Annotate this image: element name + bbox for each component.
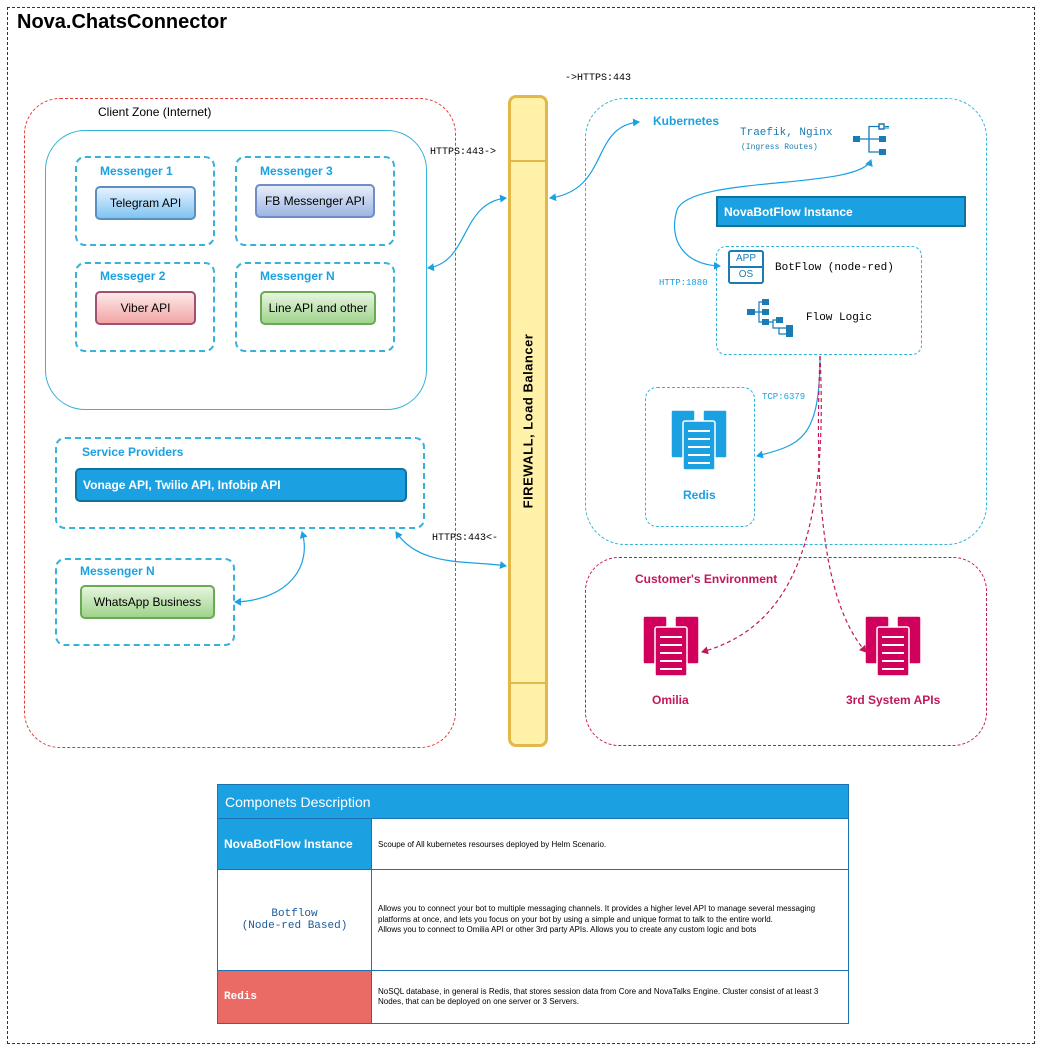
server-icon (670, 409, 730, 471)
table-row: NovaBotFlow Instance Scoupe of All kuber… (217, 818, 849, 870)
customer-zone (585, 557, 987, 746)
connector-providers-to-firewall (395, 531, 507, 569)
connector-botflow-to-third-system (817, 355, 867, 653)
firewall-divider (511, 160, 545, 162)
redis-container (645, 387, 755, 527)
edge-label-http-1880: HTTP:1880 (659, 278, 708, 288)
ingress-name: Traefik, Nginx (740, 127, 833, 139)
table-row: Botflow (Node-red Based) Allows you to c… (217, 869, 849, 971)
table-row-name: NovaBotFlow Instance (217, 818, 372, 870)
firewall-load-balancer (508, 95, 548, 747)
table-row-name: Redis (217, 970, 372, 1024)
connector-botflow-to-redis (756, 355, 821, 459)
edge-label-https-top: ->HTTPS:443 (565, 73, 632, 84)
connector-client-to-firewall (427, 194, 507, 272)
connector-firewall-to-kubernetes (549, 118, 640, 202)
messenger-group-title: Messeger 2 (100, 269, 166, 283)
messenger-group (75, 156, 215, 246)
messenger-group-title: Messenger 1 (100, 164, 173, 178)
table-row-name-line: (Node-red Based) (241, 920, 348, 932)
messengers-container (45, 130, 427, 410)
service-providers-group (55, 437, 425, 529)
omilia-label: Omilia (652, 693, 689, 707)
table-row-text: Scoupe of All kubernetes resourses deplo… (371, 818, 849, 870)
connector-providers-to-whatsapp (234, 531, 308, 606)
messenger-group (55, 558, 235, 646)
telegram-api-box: Telegram API (95, 186, 196, 220)
network-icon (851, 123, 891, 157)
messenger-group-title: Messenger N (260, 269, 335, 283)
table-row-text: NoSQL database, in general is Redis, tha… (371, 970, 849, 1024)
firewall-divider (511, 682, 545, 684)
edge-label-https-in: HTTPS:443-> (430, 147, 497, 158)
third-system-apis-label: 3rd System APIs (846, 693, 941, 707)
service-providers-api-box: Vonage API, Twilio API, Infobip API (75, 468, 407, 502)
server-icon (864, 615, 924, 677)
messenger-group-title: Messenger 3 (260, 164, 333, 178)
connector-botflow-to-omilia (701, 355, 822, 655)
table-row-text: Allows you to connect your bot to multip… (371, 869, 849, 971)
diagram-frame (7, 7, 1035, 1044)
kubernetes-zone (585, 98, 987, 545)
messenger-group (75, 262, 215, 352)
line-api-box: Line API and other (260, 291, 376, 325)
messenger-group (235, 262, 395, 352)
edge-label-tcp-6379: TCP:6379 (762, 392, 806, 402)
table-row: Redis NoSQL database, in general is Redi… (217, 970, 849, 1024)
redis-label: Redis (683, 488, 716, 502)
diagram-title: Nova.ChatsConnector (17, 11, 228, 33)
client-zone-title: Client Zone (Internet) (98, 105, 212, 119)
messenger-group (235, 156, 395, 246)
messenger-group-title: Messenger N (80, 564, 155, 578)
flow-logic-label: Flow Logic (806, 312, 873, 324)
fb-messenger-api-box: FB Messenger API (255, 184, 375, 218)
table-row-name: Botflow (Node-red Based) (217, 869, 372, 971)
table-header: Componets Description (217, 784, 849, 819)
ingress-subtitle: (Ingress Routes) (741, 143, 818, 152)
server-icon (642, 615, 702, 677)
components-description-table: Componets Description NovaBotFlow Instan… (217, 784, 849, 1024)
whatsapp-business-box: WhatsApp Business (80, 585, 215, 619)
viber-api-box: Viber API (95, 291, 196, 325)
table-row-text-paragraph: Allows you to connect to Omilia API or o… (378, 925, 757, 935)
table-header-row: Componets Description (217, 784, 849, 819)
service-providers-title: Service Providers (82, 445, 184, 459)
client-zone (24, 98, 456, 748)
hierarchy-icon (746, 298, 796, 338)
table-row-text-paragraph: Allows you to connect your bot to multip… (378, 904, 816, 924)
table-row-name-line: Botflow (271, 908, 318, 920)
kubernetes-title: Kubernetes (653, 114, 720, 128)
connector-ingress-to-botflow (673, 159, 873, 270)
customer-zone-title: Customer's Environment (635, 572, 778, 586)
